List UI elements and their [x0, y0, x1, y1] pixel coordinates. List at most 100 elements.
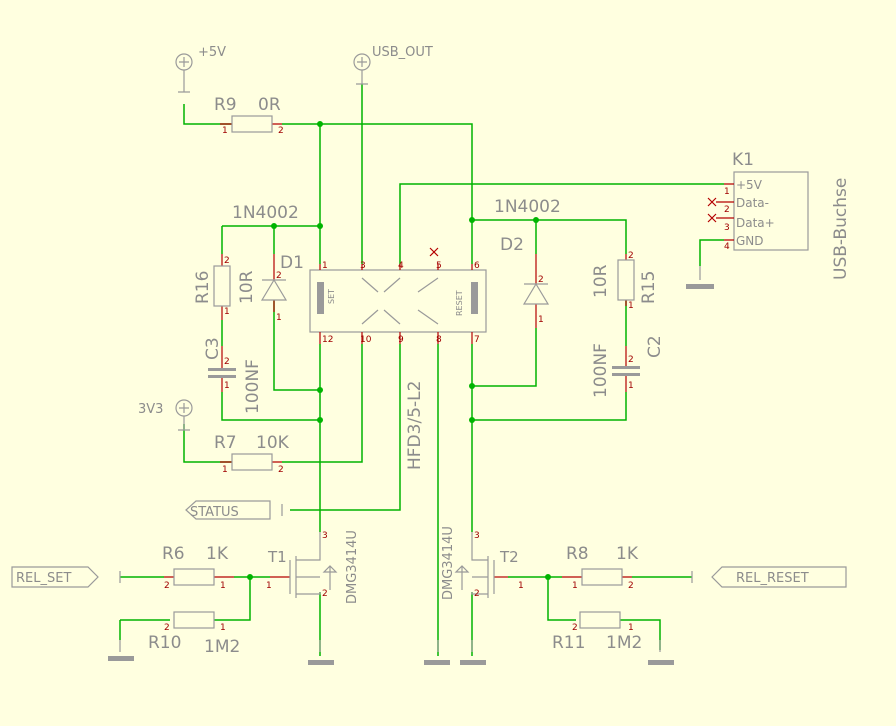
svg-text:R7: R7 — [214, 433, 237, 453]
svg-text:2: 2 — [474, 589, 480, 599]
svg-text:R9: R9 — [214, 95, 237, 115]
svg-text:1: 1 — [224, 307, 230, 317]
svg-text:1: 1 — [276, 313, 282, 323]
svg-text:2: 2 — [224, 256, 230, 266]
resistor-r6: R6 1K 2 1 — [162, 544, 234, 591]
svg-text:1M2: 1M2 — [606, 633, 642, 653]
svg-text:C3: C3 — [203, 337, 223, 360]
svg-text:1: 1 — [628, 381, 634, 391]
svg-text:D1: D1 — [280, 253, 304, 273]
svg-text:1: 1 — [322, 261, 328, 271]
svg-text:6: 6 — [474, 261, 480, 271]
resistor-r11: R11 1M2 2 1 — [552, 611, 642, 653]
svg-text:1: 1 — [220, 581, 226, 591]
svg-text:USB_OUT: USB_OUT — [372, 45, 433, 60]
port-rel-set: REL_SET — [11, 566, 121, 588]
svg-text:REL_RESET: REL_RESET — [736, 571, 809, 586]
svg-text:1: 1 — [724, 187, 730, 197]
svg-text:10R: 10R — [591, 264, 611, 298]
svg-text:10K: 10K — [256, 433, 290, 453]
svg-text:DMG3414U: DMG3414U — [345, 530, 360, 604]
port-status: STATUS — [185, 500, 283, 520]
svg-text:100NF: 100NF — [591, 343, 611, 398]
svg-text:2: 2 — [224, 357, 230, 367]
svg-text:2: 2 — [276, 271, 282, 281]
svg-text:Data-: Data- — [736, 196, 769, 210]
svg-text:9: 9 — [398, 335, 404, 345]
svg-text:T2: T2 — [499, 548, 519, 566]
svg-text:1K: 1K — [206, 544, 229, 564]
svg-text:1: 1 — [538, 315, 544, 325]
svg-text:1: 1 — [266, 581, 272, 591]
svg-text:10R: 10R — [237, 270, 257, 304]
svg-text:12: 12 — [322, 335, 333, 345]
supply-usb-out: USB_OUT — [353, 45, 433, 85]
capacitor-c2: 100NF C2 2 1 — [591, 335, 665, 398]
svg-text:3: 3 — [724, 223, 730, 233]
transistor-t2: T2 DMG3414U 3 2 1 — [441, 526, 524, 600]
svg-text:1: 1 — [224, 381, 230, 391]
svg-text:100NF: 100NF — [243, 359, 263, 414]
capacitor-c3: C3 100NF 2 1 — [203, 337, 263, 414]
svg-text:D2: D2 — [500, 235, 524, 255]
svg-text:2: 2 — [628, 355, 634, 365]
svg-text:C2: C2 — [645, 335, 665, 358]
svg-text:USB-Buchse: USB-Buchse — [831, 178, 851, 280]
svg-text:R11: R11 — [552, 633, 585, 653]
svg-text:2: 2 — [278, 465, 284, 475]
port-rel-reset: REL_RESET — [691, 566, 847, 588]
junctions — [247, 121, 551, 580]
svg-text:R16: R16 — [193, 271, 213, 304]
svg-text:3: 3 — [322, 531, 328, 541]
svg-text:0R: 0R — [258, 95, 281, 115]
svg-text:1M2: 1M2 — [204, 637, 240, 657]
svg-text:R8: R8 — [566, 544, 589, 564]
supply-5v: +5V — [175, 45, 226, 93]
svg-text:2: 2 — [572, 623, 578, 633]
resistor-r9: R9 0R 1 2 — [214, 95, 284, 136]
svg-text:1: 1 — [628, 301, 634, 311]
svg-text:HFD3/5-L2: HFD3/5-L2 — [405, 381, 425, 470]
svg-text:2: 2 — [322, 589, 328, 599]
svg-text:K1: K1 — [732, 150, 754, 170]
svg-text:STATUS: STATUS — [190, 505, 239, 520]
svg-text:5: 5 — [436, 261, 442, 271]
ground-symbols — [108, 266, 714, 665]
svg-text:2: 2 — [628, 251, 634, 261]
svg-text:2: 2 — [724, 205, 730, 215]
diode-d2: 1N4002 D2 2 1 — [494, 197, 561, 328]
svg-text:3V3: 3V3 — [138, 402, 163, 417]
svg-text:2: 2 — [278, 126, 284, 136]
svg-text:1N4002: 1N4002 — [494, 197, 561, 217]
svg-text:R15: R15 — [639, 271, 659, 304]
svg-text:3: 3 — [474, 531, 480, 541]
svg-text:10: 10 — [360, 335, 372, 345]
svg-text:2: 2 — [164, 581, 170, 591]
wires — [119, 84, 724, 656]
svg-text:4: 4 — [398, 261, 404, 271]
svg-text:1K: 1K — [616, 544, 639, 564]
svg-text:3: 3 — [360, 261, 366, 271]
svg-text:4: 4 — [724, 242, 730, 252]
svg-text:SET: SET — [327, 289, 336, 304]
svg-text:1N4002: 1N4002 — [232, 203, 299, 223]
svg-text:Data+: Data+ — [736, 216, 775, 230]
relay-hfd3: SET RESET 1 3 4 5 6 12 10 9 8 7 HFD3/5-L… — [309, 247, 487, 470]
svg-text:RESET: RESET — [455, 290, 464, 316]
resistor-r10: R10 1M2 2 1 — [148, 611, 240, 657]
svg-text:DMG3414U: DMG3414U — [441, 526, 456, 600]
connector-k1: K1 USB-Buchse +5V Data- Data+ GND 1 2 3 … — [707, 150, 851, 280]
svg-text:8: 8 — [436, 335, 442, 345]
svg-text:REL_SET: REL_SET — [16, 571, 71, 586]
svg-text:R10: R10 — [148, 633, 181, 653]
svg-text:+5V: +5V — [198, 45, 226, 60]
svg-text:1: 1 — [220, 623, 226, 633]
svg-text:2: 2 — [628, 581, 634, 591]
svg-text:1: 1 — [222, 465, 228, 475]
resistor-r15: 10R R15 2 1 — [591, 251, 659, 311]
svg-text:T1: T1 — [267, 548, 287, 566]
svg-text:R6: R6 — [162, 544, 185, 564]
transistor-t1: T1 DMG3414U 3 2 1 — [266, 530, 360, 604]
diode-d1: 1N4002 D1 2 1 — [232, 203, 304, 323]
